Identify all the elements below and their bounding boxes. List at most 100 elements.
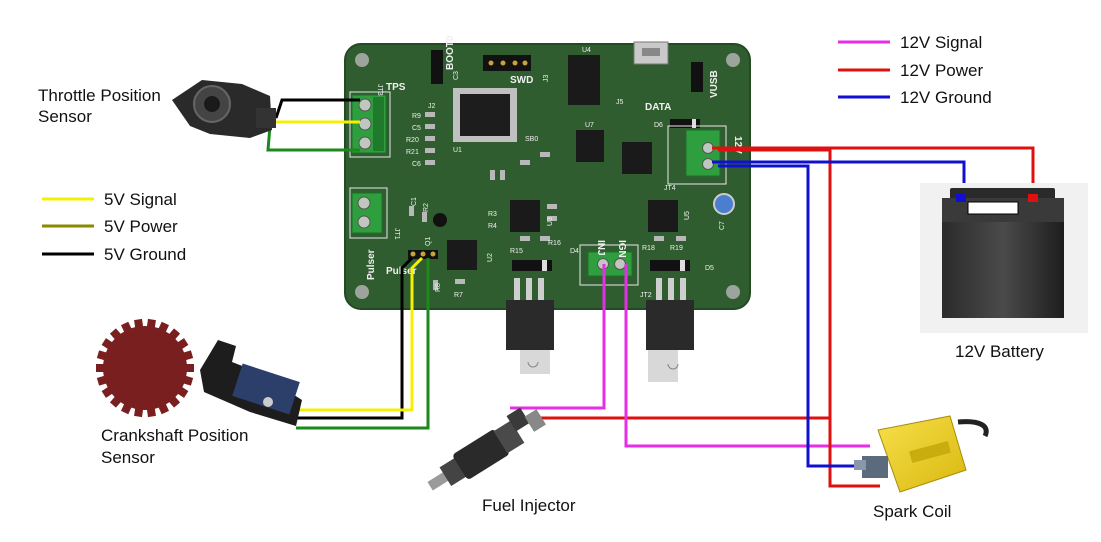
silk-d4: D4 [570,248,579,255]
silk-u7: U7 [585,122,594,129]
silk-u4: U4 [582,47,591,54]
wire-tps-ground [274,98,360,119]
silk-inj: INJ [595,240,606,256]
legend-left [42,197,94,256]
trigger-wheel-tooth [121,321,132,333]
silk-swd: SWD [510,75,533,86]
trigger-wheel-tooth [121,403,132,415]
silk-q1: Q1 [425,237,432,246]
silk-c6: C6 [412,161,421,168]
silk-r3: R3 [488,211,497,218]
trigger-wheel-tooth [146,408,156,418]
silk-jt2: JT2 [640,292,652,299]
trigger-wheel-tooth [183,375,194,386]
silk-r20: R20 [406,137,419,144]
trigger-wheel-tooth [96,375,107,386]
silk-r9: R9 [412,113,421,120]
legend-label-5v-signal: 5V Signal [104,190,177,209]
legend-right [838,40,890,99]
silk-u5: U5 [684,211,691,220]
trigger-wheel-tooth [158,403,169,415]
legend-label-12v-signal: 12V Signal [900,33,983,52]
crankshaft-trigger-wheel [96,318,194,418]
silk-data: DATA [645,102,671,113]
silk-r8: R8 [435,283,442,292]
wire-crank-5v-green [296,258,430,430]
silk-jt4: JT4 [664,185,676,192]
silk-ign: IGN [616,240,627,258]
silk-r4: R4 [488,223,497,230]
silk-r7: R7 [454,292,463,299]
silk-u3: U3 [547,217,554,226]
trigger-wheel-tooth [177,386,189,398]
ecu-board: TPS BOOT0 SWD DATA VUSB Pulser Pulser IN… [344,35,751,310]
silk-u2: U2 [487,253,494,262]
wire-injector-signal [510,264,606,410]
wire-crank-signal [296,256,424,412]
legend-label-12v-ground: 12V Ground [900,88,992,107]
silk-c7: C7 [719,221,726,230]
legend-label-5v-ground: 5V Ground [104,245,187,264]
silk-r18: R18 [642,245,655,252]
crank-label-line1: Crankshaft Position [101,426,249,445]
trigger-wheel-tooth [101,338,113,350]
trigger-wheel-tooth [158,321,169,333]
tps-terminal [351,94,387,154]
spark-coil-image [854,415,989,493]
silk-r2: R2 [423,203,430,212]
silk-pulser-vertical: Pulser [366,249,377,280]
wire-coil-ground [718,164,870,468]
silk-d6: D6 [654,122,663,129]
silk-u1: U1 [453,147,462,154]
trigger-wheel-tooth [134,408,144,418]
crank-label-line2: Sensor [101,448,155,467]
trigger-wheel-tooth [168,396,181,408]
battery-image [920,183,1088,333]
silk-r16: R16 [548,240,561,247]
ignition-transistors [506,278,694,382]
silk-sb0: SB0 [525,136,538,143]
wire-crank-ground [296,256,414,420]
trigger-wheel-tooth [134,318,144,328]
coil-label: Spark Coil [873,502,952,521]
trigger-wheel-tooth [101,386,113,398]
power-terminal [685,129,721,177]
silk-r21: R21 [406,149,419,156]
fuel-injector-image [427,407,546,491]
silk-c5: C5 [412,125,421,132]
wire-tps-5v-green [266,125,360,152]
trigger-wheel-tooth [96,350,107,361]
mcu-chip [453,88,517,142]
wire-coil-power [718,148,880,488]
silk-r19: R19 [670,245,683,252]
silk-r15: R15 [510,248,523,255]
silk-vusb: VUSB [709,70,720,98]
silk-c3: C3 [453,71,460,80]
silk-boot0: BOOT0 [445,35,456,70]
silk-jt3: JT3 [376,84,383,96]
trigger-wheel-tooth [168,328,181,340]
silk-12v: 12V [732,136,743,154]
trigger-wheel-tooth [186,364,194,372]
silk-c1: C1 [411,197,418,206]
silk-j2: J2 [428,103,436,110]
battery-label: 12V Battery [955,342,1044,361]
trigger-wheel-tooth [109,396,122,408]
wire-coil-signal [624,264,870,448]
trigger-wheel-tooth [109,328,122,340]
tps-label-line2: Sensor [38,107,92,126]
silk-j5: J5 [616,99,624,106]
trigger-wheel-tooth [146,318,156,328]
trigger-wheel-tooth [177,338,189,350]
tps-label-line1: Throttle Position [38,86,161,105]
silk-tps: TPS [386,82,406,93]
legend-label-12v-power: 12V Power [900,61,984,80]
pulser-terminal [351,192,383,234]
silk-d5: D5 [705,265,714,272]
legend-label-5v-power: 5V Power [104,217,178,236]
trigger-wheel-tooth [96,364,104,372]
silk-j3: J3 [543,75,550,83]
throttle-position-sensor-image [172,80,276,138]
trigger-wheel-tooth [183,350,194,361]
